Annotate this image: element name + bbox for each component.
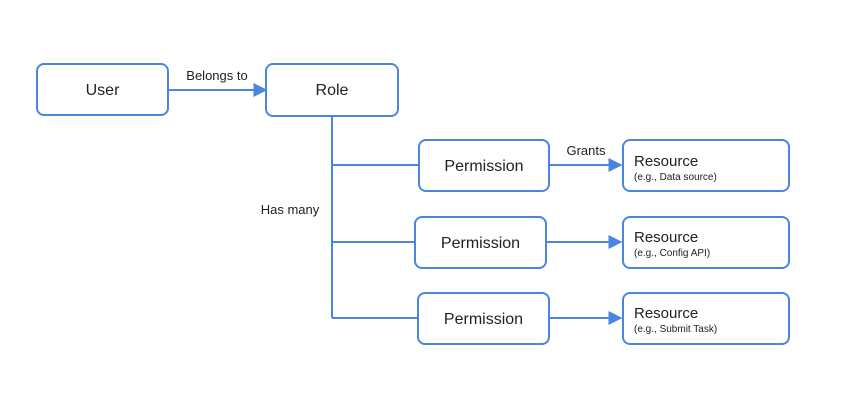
permission-node-2-label: Permission	[441, 235, 520, 252]
role-node: Role	[265, 63, 399, 117]
user-node: User	[36, 63, 169, 116]
edge-label-grants: Grants	[566, 143, 606, 158]
permission-node-3-label: Permission	[444, 311, 523, 328]
resource-node-1: Resource (e.g., Data source)	[622, 139, 790, 192]
permission-node-3: Permission	[417, 292, 550, 345]
resource-node-2-subtitle: (e.g., Config API)	[634, 248, 710, 259]
resource-node-3-title: Resource	[634, 305, 698, 322]
resource-node-1-title: Resource	[634, 153, 698, 170]
resource-node-2-title: Resource	[634, 229, 698, 246]
permission-node-2: Permission	[414, 216, 547, 269]
edge-label-belongs-to: Belongs to	[186, 68, 247, 83]
edge-label-has-many: Has many	[261, 202, 320, 217]
resource-node-2: Resource (e.g., Config API)	[622, 216, 790, 269]
resource-node-3-subtitle: (e.g., Submit Task)	[634, 324, 717, 335]
permission-node-1-label: Permission	[444, 158, 523, 175]
role-node-label: Role	[316, 82, 349, 99]
permission-node-1: Permission	[418, 139, 550, 192]
resource-node-3: Resource (e.g., Submit Task)	[622, 292, 790, 345]
resource-node-1-subtitle: (e.g., Data source)	[634, 172, 717, 183]
user-node-label: User	[86, 82, 120, 99]
